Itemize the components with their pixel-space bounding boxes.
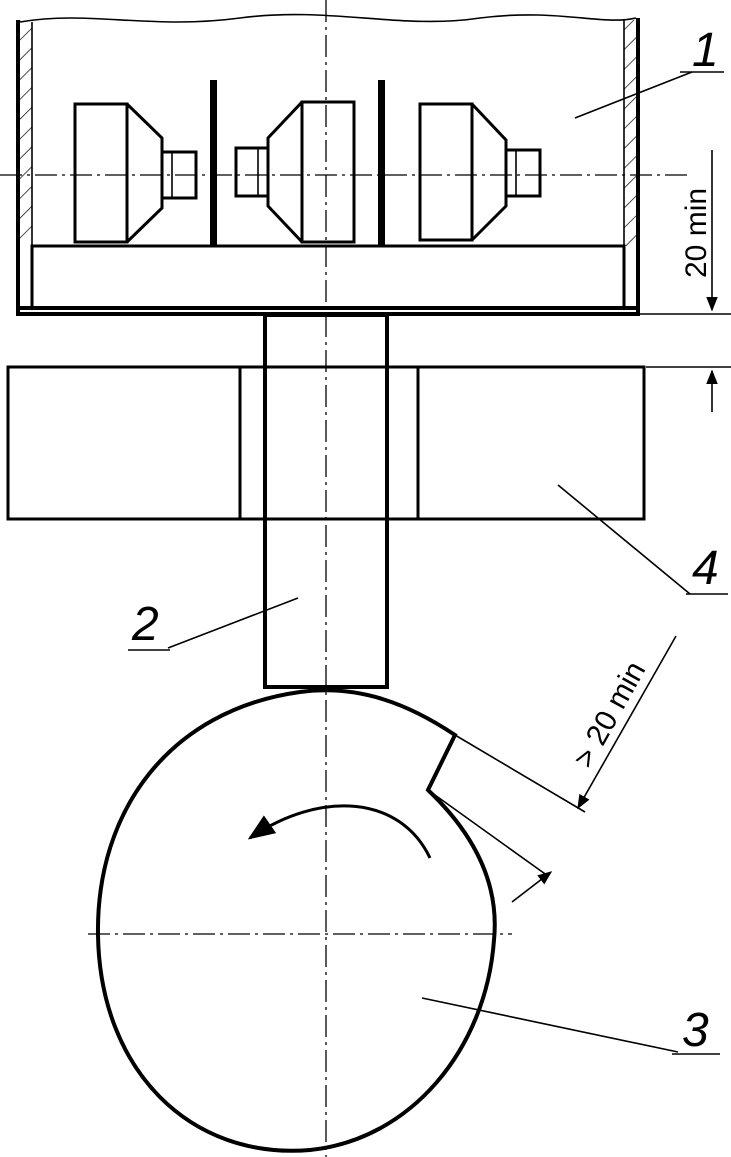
drum-assembly [16, 13, 640, 316]
spool-left [73, 102, 198, 244]
label-guide-number: 4 [692, 542, 719, 595]
cam [95, 688, 497, 1153]
label-cam-number: 3 [682, 1004, 709, 1057]
rotation-arrow [247, 804, 432, 859]
label-drum: 1 [574, 24, 724, 119]
cam-step-dimension-text: > 20 min [567, 656, 652, 773]
label-cam: 3 [421, 997, 720, 1057]
label-pusher: 2 [128, 597, 299, 651]
spool-middle [234, 100, 356, 244]
label-drum-number: 1 [692, 24, 719, 77]
clearance-dimension: 20 min [640, 150, 731, 412]
separator-plate-left [210, 80, 217, 246]
label-guide: 4 [557, 484, 728, 595]
clearance-dimension-text: 20 min [680, 188, 713, 278]
label-pusher-number: 2 [131, 598, 159, 651]
spool-right [418, 102, 542, 242]
separator-plate-right [378, 80, 385, 246]
cam-step-dimension: > 20 min [427, 635, 677, 903]
